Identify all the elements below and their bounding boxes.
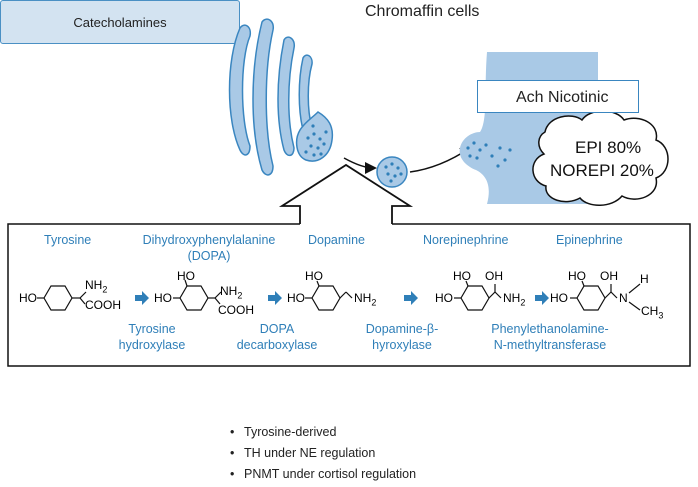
molecule-skeletons bbox=[37, 279, 641, 311]
enzyme-pnmt: Phenylethanolamine- N-methyltransferase bbox=[491, 322, 609, 352]
dopa-nh2: NH2 bbox=[220, 284, 243, 301]
epinephrine-structure bbox=[570, 280, 641, 311]
released-granules bbox=[466, 141, 512, 168]
compound-dopa: Dihydroxyphenylalanine (DOPA) bbox=[142, 233, 276, 263]
dopa-ho-side: HO bbox=[154, 291, 172, 305]
ne-oh: OH bbox=[485, 269, 503, 283]
tyrosine-structure bbox=[37, 285, 87, 311]
tyr-cooh: COOH bbox=[85, 298, 121, 312]
norepi-percentage: NOREPI 20% bbox=[550, 161, 654, 180]
catecholamines-bullets: Tyrosine-derived TH under NE regulation … bbox=[230, 424, 416, 487]
ne-nh2: NH2 bbox=[503, 291, 526, 308]
compound-epinephrine: Epinephrine bbox=[556, 233, 623, 247]
ne-ho-top: HO bbox=[453, 269, 471, 283]
bullet-item: TH under NE regulation bbox=[230, 445, 416, 466]
epi-ho-side: HO bbox=[550, 291, 568, 305]
compound-tyrosine: Tyrosine bbox=[44, 233, 92, 247]
epi-h: H bbox=[640, 272, 649, 286]
compound-norepinephrine: Norepinephrine bbox=[423, 233, 509, 247]
ne-ho-side: HO bbox=[435, 291, 453, 305]
bullet-item: Tyrosine-derived bbox=[230, 424, 416, 445]
step-arrow-1 bbox=[135, 291, 149, 305]
step-arrow-4 bbox=[535, 291, 549, 305]
enzyme-dopamine-beta-hydroxylase: Dopamine-β- hyroxylase bbox=[365, 322, 439, 352]
epi-oh: OH bbox=[600, 269, 618, 283]
compound-dopamine: Dopamine bbox=[308, 233, 365, 247]
epi-n: N bbox=[619, 291, 628, 305]
catecholamines-box: Catecholamines bbox=[0, 0, 240, 44]
epi-percentage: EPI 80% bbox=[575, 138, 642, 157]
dopamine-structure bbox=[305, 280, 353, 311]
enzyme-tyrosine-hydroxylase: Tyrosine hydroxylase bbox=[118, 322, 186, 352]
step-arrow-2 bbox=[268, 291, 282, 305]
dop-nh2: NH2 bbox=[354, 291, 377, 308]
golgi-granules bbox=[304, 124, 328, 157]
norepinephrine-structure bbox=[454, 280, 502, 311]
bullet-item: PNMT under cortisol regulation bbox=[230, 466, 416, 487]
catecholamines-title: Catecholamines bbox=[73, 14, 167, 30]
epi-ch3: CH3 bbox=[641, 304, 664, 321]
step-arrows bbox=[135, 291, 549, 305]
receptor-label-box: Ach Nicotinic bbox=[477, 80, 639, 113]
dop-ho-top: HO bbox=[305, 269, 323, 283]
tyr-ho: HO bbox=[19, 291, 37, 305]
golgi-apparatus bbox=[228, 18, 334, 176]
release-cloud bbox=[532, 110, 669, 206]
secretory-vesicle bbox=[376, 156, 408, 188]
pathway-arrow bbox=[278, 163, 414, 224]
epi-ho-top: HO bbox=[568, 269, 586, 283]
diagram-title: Chromaffin cells bbox=[365, 3, 480, 20]
dopa-ho-top: HO bbox=[177, 269, 195, 283]
enzyme-dopa-decarboxylase: DOPA decarboxylase bbox=[236, 322, 318, 352]
dop-ho-side: HO bbox=[287, 291, 305, 305]
pathway-frame bbox=[7, 223, 691, 367]
dopa-structure bbox=[173, 279, 222, 311]
step-arrow-3 bbox=[404, 291, 418, 305]
dopa-cooh: COOH bbox=[218, 303, 254, 317]
vesicle-arrow bbox=[343, 157, 377, 174]
tyr-nh2: NH2 bbox=[85, 278, 108, 295]
receptor-label: Ach Nicotinic bbox=[516, 89, 609, 106]
